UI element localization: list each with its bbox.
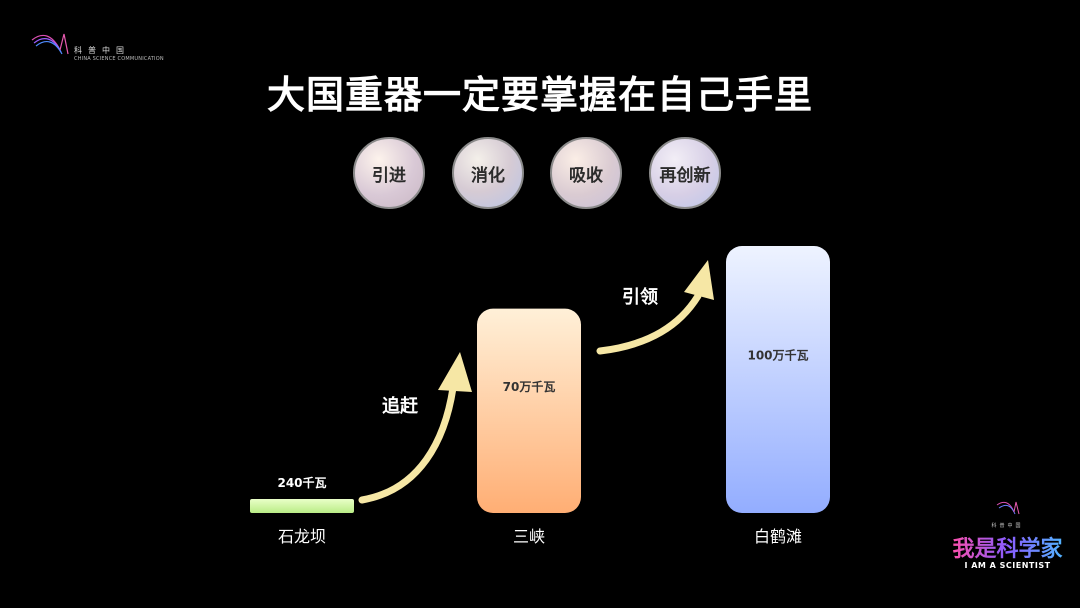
brand-logo-icon: [996, 501, 1019, 515]
arrow-label-catch-up: 追赶: [382, 395, 419, 417]
lead-arrow-head: [684, 260, 714, 300]
bar-2: [726, 246, 830, 513]
brand-main: 我是科学家: [950, 531, 1065, 563]
brand-small: 科普中国: [991, 523, 1024, 529]
stage-import: 引进: [353, 137, 425, 209]
logo-en: CHINA SCIENCE COMMUNICATION: [74, 56, 164, 62]
kepu-logo-icon: [31, 33, 69, 55]
kepu-logo: 科普中国 CHINA SCIENCE COMMUNICATION: [30, 30, 170, 66]
catch-up-arrow-head: [438, 352, 472, 392]
lead-arrow: [596, 292, 702, 355]
bar-value-label-1: 70万千瓦: [503, 379, 556, 394]
category-label-2: 白鹤滩: [754, 527, 802, 546]
bar-value-label-0: 240千瓦: [277, 475, 326, 490]
stage-reinnovate: 再创新: [649, 137, 721, 209]
stage-digest: 消化: [452, 137, 524, 209]
bar-1: [477, 308, 581, 513]
page-title: 大国重器一定要掌握在自己手里: [266, 73, 813, 117]
category-label-0: 石龙坝: [278, 527, 326, 546]
catch-up-arrow: [358, 384, 457, 504]
arrow-label-lead: 引领: [622, 286, 658, 308]
brand-scientist: 科普中国 我是科学家 I AM A SCIENTIST: [950, 500, 1065, 580]
category-label-1: 三峡: [513, 527, 545, 546]
brand-sub: I AM A SCIENTIST: [964, 561, 1051, 570]
stage-absorb: 吸收: [550, 137, 622, 209]
logo-cn: 科普中国: [74, 46, 130, 55]
bar-value-label-2: 100万千瓦: [747, 348, 808, 363]
bar-0: [250, 499, 354, 513]
